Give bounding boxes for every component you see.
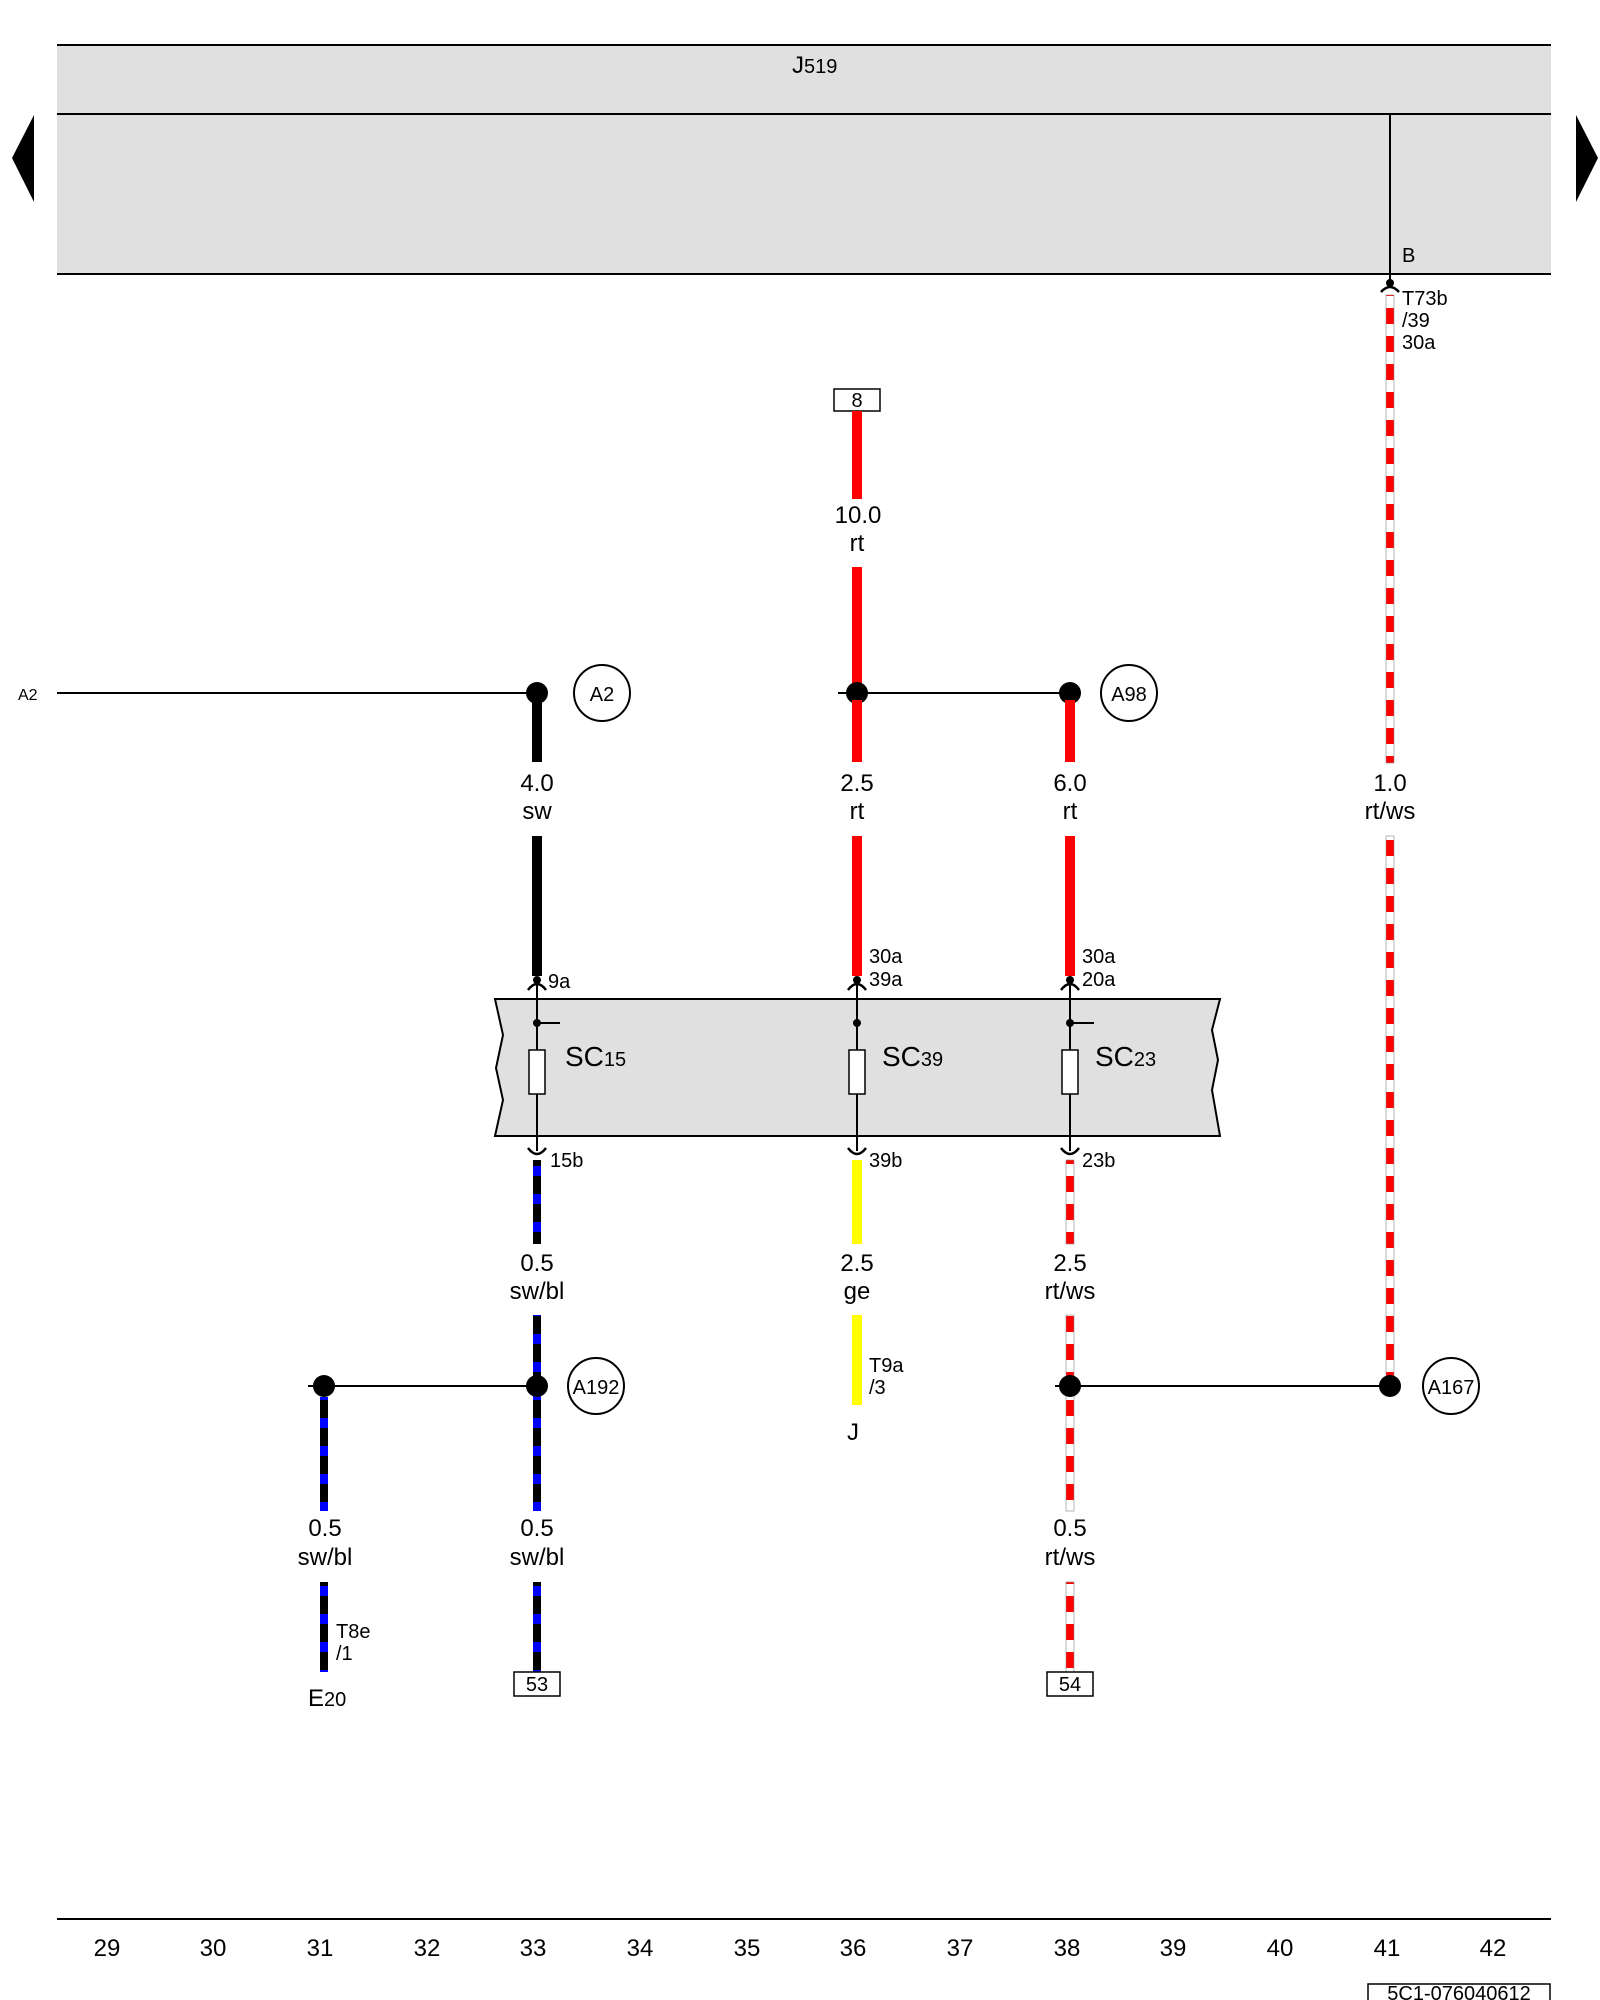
svg-text:15b: 15b — [550, 1150, 583, 1172]
svg-text:10.0: 10.0 — [835, 502, 882, 529]
wire-swbl-1: 0.5 sw/bl — [510, 1160, 565, 1511]
prev-page-arrow-icon[interactable] — [12, 115, 34, 202]
svg-text:5C1-076040612: 5C1-076040612 — [1387, 1983, 1530, 2000]
svg-text:39a: 39a — [869, 969, 903, 991]
svg-text:30a: 30a — [869, 946, 903, 968]
svg-text:SC23: SC23 — [1095, 1041, 1156, 1072]
svg-text:1.0: 1.0 — [1373, 770, 1406, 797]
fuse-sc15: 9a SC15 15b — [527, 971, 626, 1172]
svg-text:sw/bl: sw/bl — [298, 1544, 353, 1571]
wire-sw: 4.0 sw — [520, 700, 554, 976]
svg-text:40: 40 — [1267, 1935, 1294, 1962]
svg-text:30a: 30a — [1082, 946, 1116, 968]
svg-text:/3: /3 — [869, 1377, 886, 1399]
svg-text:A167: A167 — [1428, 1377, 1475, 1399]
module-name: J519 — [792, 52, 837, 79]
svg-text:2.5: 2.5 — [1053, 1250, 1086, 1277]
svg-text:A98: A98 — [1111, 684, 1147, 706]
svg-text:2.5: 2.5 — [840, 1250, 873, 1277]
svg-text:33: 33 — [520, 1935, 547, 1962]
junction-a192: A192 — [308, 1357, 625, 1415]
component-j: J — [847, 1419, 859, 1446]
fuse-sc23: 30a 20a SC23 23b — [1060, 946, 1156, 1172]
wire-rtws-2: 2.5 rt/ws — [1045, 1159, 1096, 1512]
svg-text:39b: 39b — [869, 1150, 902, 1172]
svg-text:A2: A2 — [590, 684, 614, 706]
fuse-block: 9a SC15 15b 30a 39a SC39 39b 30a — [493, 946, 1222, 1172]
fuse-sc39: 30a 39a SC39 39b — [847, 946, 943, 1172]
svg-text:42: 42 — [1480, 1935, 1507, 1962]
svg-text:T73b: T73b — [1402, 288, 1448, 310]
svg-text:T9a: T9a — [869, 1355, 904, 1377]
svg-text:31: 31 — [307, 1935, 334, 1962]
wire-rt-right: 6.0 rt — [1053, 700, 1087, 976]
svg-text:A2: A2 — [18, 687, 38, 704]
svg-text:9a: 9a — [548, 971, 571, 993]
svg-text:29: 29 — [94, 1935, 121, 1962]
module-j519: J519 B — [57, 44, 1551, 275]
svg-text:rt: rt — [850, 798, 865, 825]
junction-a167: A167 — [1055, 1357, 1480, 1415]
svg-text:SC15: SC15 — [565, 1041, 626, 1072]
node-a2 — [573, 664, 631, 722]
svg-text:/39: /39 — [1402, 310, 1430, 332]
svg-text:37: 37 — [947, 1935, 974, 1962]
wire-swbl-left: 0.5 sw/bl T8e /1 E20 — [298, 1397, 370, 1712]
svg-text:8: 8 — [851, 390, 862, 412]
wire-rtws-3: 0.5 rt/ws 54 — [1045, 1515, 1096, 1697]
svg-text:20a: 20a — [1082, 969, 1116, 991]
node-a98 — [1100, 664, 1158, 722]
svg-text:35: 35 — [734, 1935, 761, 1962]
wire-swbl-mid: 0.5 sw/bl 53 — [510, 1515, 565, 1697]
doc-code-box: 5C1-076040612 — [1367, 1983, 1551, 2000]
wire-top-red: 8 10.0 rt — [833, 388, 882, 693]
svg-text:54: 54 — [1059, 1674, 1081, 1696]
svg-text:SC39: SC39 — [882, 1041, 943, 1072]
svg-text:36: 36 — [840, 1935, 867, 1962]
svg-text:0.5: 0.5 — [520, 1515, 553, 1542]
module-pin-label: B — [1402, 245, 1415, 267]
svg-text:39: 39 — [1160, 1935, 1187, 1962]
svg-text:0.5: 0.5 — [308, 1515, 341, 1542]
junction-a98: A98 — [838, 664, 1158, 722]
svg-text:30: 30 — [200, 1935, 227, 1962]
wire-rt-mid: 2.5 rt — [840, 700, 874, 976]
svg-text:34: 34 — [627, 1935, 654, 1962]
svg-text:4.0: 4.0 — [520, 770, 553, 797]
svg-text:41: 41 — [1374, 1935, 1401, 1962]
svg-text:0.5: 0.5 — [520, 1250, 553, 1277]
svg-text:T8e: T8e — [336, 1621, 370, 1643]
svg-text:sw/bl: sw/bl — [510, 1544, 565, 1571]
svg-text:A192: A192 — [573, 1377, 620, 1399]
svg-text:rt/ws: rt/ws — [1045, 1278, 1096, 1305]
next-page-arrow-icon[interactable] — [1576, 115, 1598, 202]
svg-text:2.5: 2.5 — [840, 770, 873, 797]
svg-text:30a: 30a — [1402, 332, 1436, 354]
svg-text:sw/bl: sw/bl — [510, 1278, 565, 1305]
svg-text:6.0: 6.0 — [1053, 770, 1086, 797]
svg-text:rt: rt — [850, 530, 865, 557]
svg-text:ge: ge — [844, 1278, 871, 1305]
svg-text:32: 32 — [414, 1935, 441, 1962]
svg-text:rt/ws: rt/ws — [1045, 1544, 1096, 1571]
wire-rtws-long: T73b /39 30a 1.0 rt/ws — [1365, 114, 1448, 1383]
grid-scale: 29 30 31 32 33 34 35 36 37 38 39 40 41 4… — [57, 1918, 1551, 1962]
svg-text:53: 53 — [526, 1674, 548, 1696]
svg-text:/1: /1 — [336, 1643, 353, 1665]
node-a167 — [1422, 1357, 1480, 1415]
node-a192 — [567, 1357, 625, 1415]
svg-text:sw: sw — [522, 798, 552, 825]
component-e20: E20 — [308, 1685, 346, 1712]
svg-text:rt: rt — [1063, 798, 1078, 825]
svg-text:0.5: 0.5 — [1053, 1515, 1086, 1542]
wire-ge: 2.5 ge T9a /3 J — [840, 1160, 904, 1446]
svg-text:23b: 23b — [1082, 1150, 1115, 1172]
svg-text:rt/ws: rt/ws — [1365, 798, 1416, 825]
wire-a2-left: A2 A2 — [18, 664, 631, 722]
svg-text:38: 38 — [1054, 1935, 1081, 1962]
